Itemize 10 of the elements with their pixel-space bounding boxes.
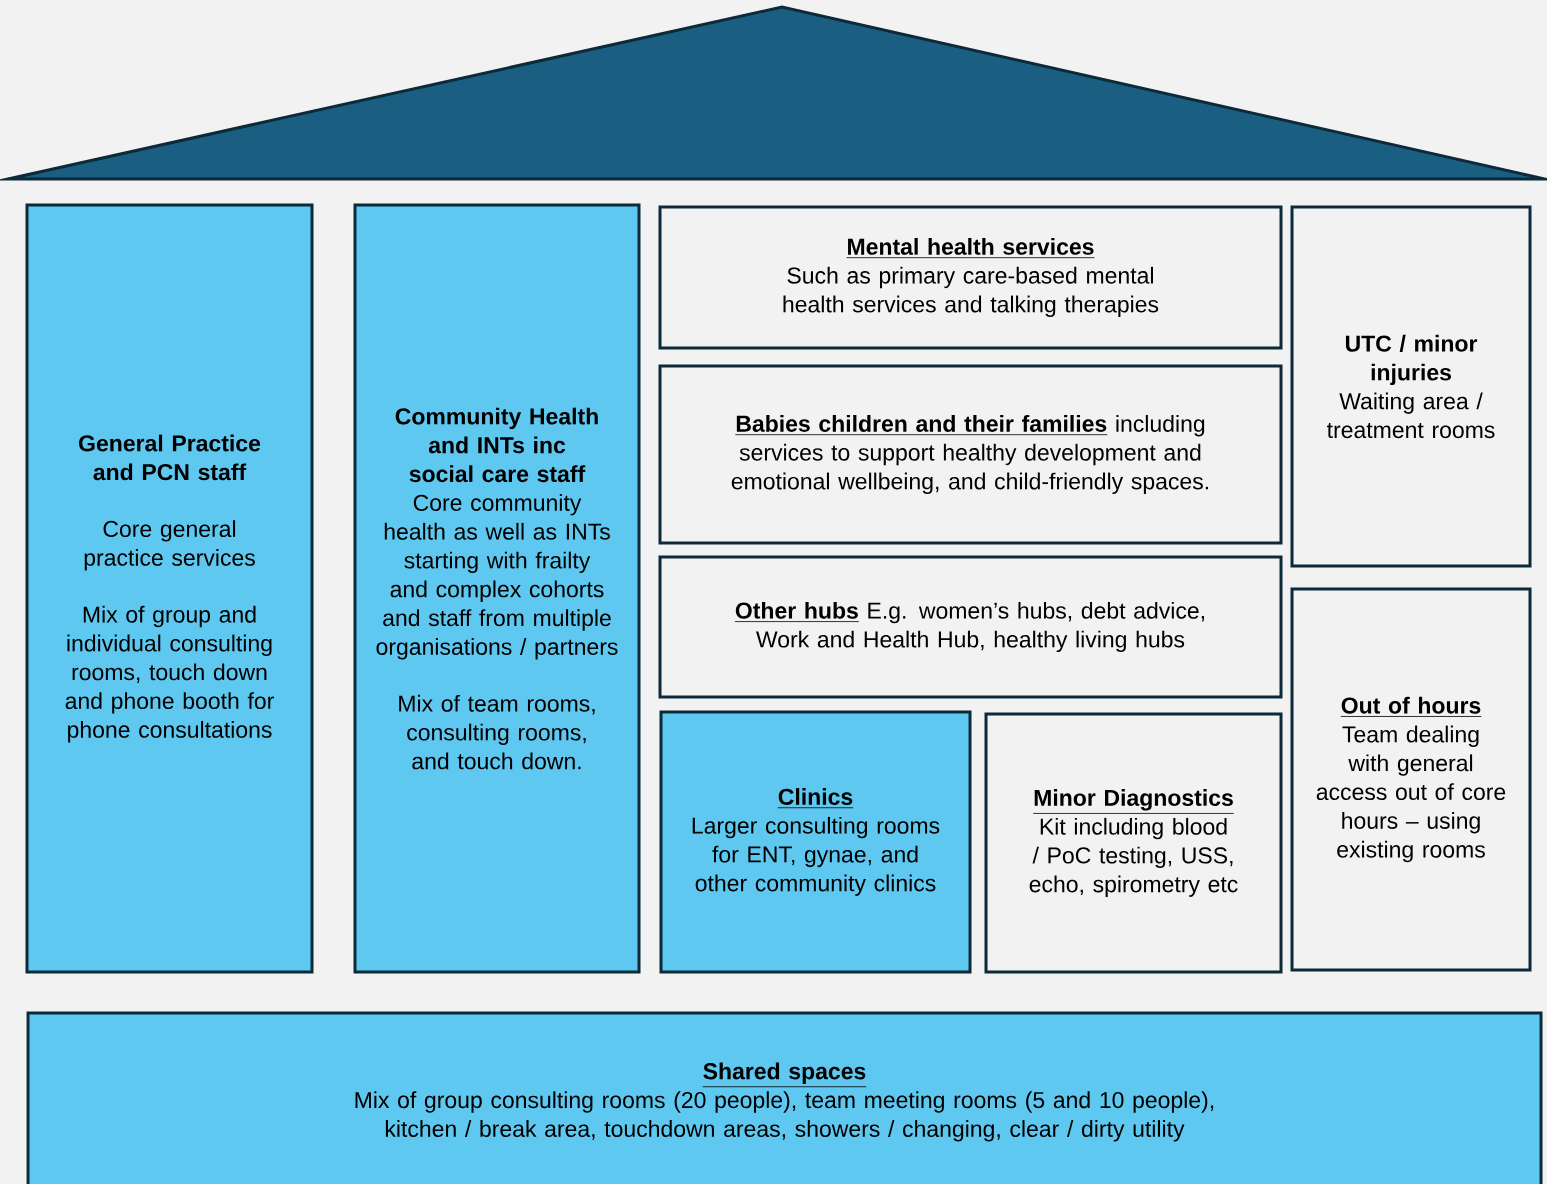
room-box: UTC / minor injuries Waiting area / treatment rooms (1290, 205, 1532, 568)
room-box: Out of hours Team dealing with general access out of core hours – using existing rooms (1290, 587, 1532, 972)
room-box: Other hubs E.g. women’s hubs, debt advice, Work and Health Hub, healthy living hubs (658, 555, 1283, 699)
room-box: Community Health and INTs inc social care staff Core community health as well as INTs starting with frailty and complex cohorts and staff from multiple organisations / partners Mix of team rooms, consulting rooms, and touch down. (353, 203, 641, 974)
room-box: Minor Diagnostics Kit including blood / PoC testing, USS, echo, spirometry etc (984, 712, 1283, 974)
room-box: Babies children and their families including services to support healthy development and emotional wellbeing, and child-friendly spaces. (658, 364, 1283, 545)
room-box: Clinics Larger consulting rooms for ENT, gynae, and other community clinics (659, 710, 972, 974)
room-box: General Practice and PCN staff Core general practice services Mix of group and individual consulting rooms, touch down and phone booth for phone consultations (25, 203, 314, 974)
room-box: Shared spaces Mix of group consulting rooms (20 people), team meeting rooms (5 and 10 people), kitchen / break area, touchdown areas, showers / changing, clear / dirty utility (26, 1011, 1543, 1184)
room-box: Mental health services Such as primary care-based mental health services and talking therapies (658, 205, 1283, 350)
